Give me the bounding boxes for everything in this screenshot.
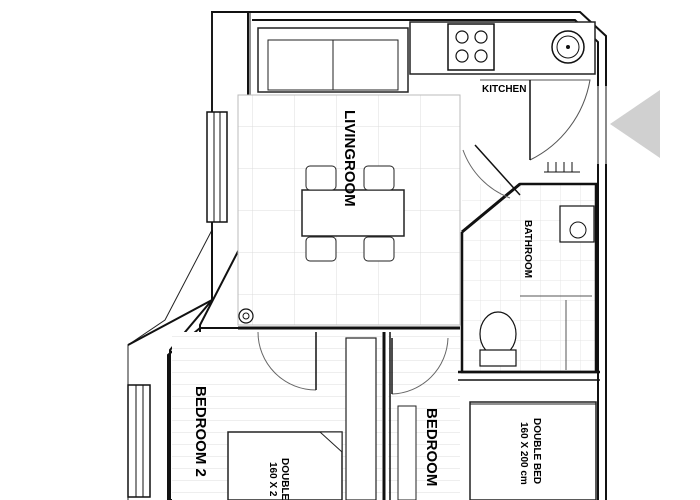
bed-right: [469, 401, 597, 500]
bed-left: [227, 431, 343, 500]
bed-right-size: 160 X 200 cm: [518, 422, 529, 485]
bedroom2-label: BEDROOM 2: [192, 386, 209, 477]
kitchen-counter: [409, 21, 596, 161]
entrance-arrow-icon: [610, 90, 660, 158]
dining-table: [301, 165, 405, 262]
hob-icon: [447, 23, 495, 71]
washbasin-icon: [559, 205, 595, 243]
bedroom-label: BEDROOM: [423, 408, 440, 486]
bed-left-size: 160 X 2: [267, 462, 278, 497]
plant-icon: [238, 308, 254, 324]
kitchen-label: KITCHEN: [482, 84, 526, 95]
bedrooms-area: [172, 331, 600, 500]
toilet-icon: [479, 311, 517, 367]
bathroom-label: BATHROOM: [522, 220, 533, 278]
bed-right-label: DOUBLE BED: [531, 418, 542, 484]
bed-left-label: DOUBLE: [279, 458, 290, 500]
livingroom-label: LIVINGROOM: [341, 110, 358, 207]
sofa: [257, 27, 409, 93]
bathroom-area: [460, 144, 598, 374]
